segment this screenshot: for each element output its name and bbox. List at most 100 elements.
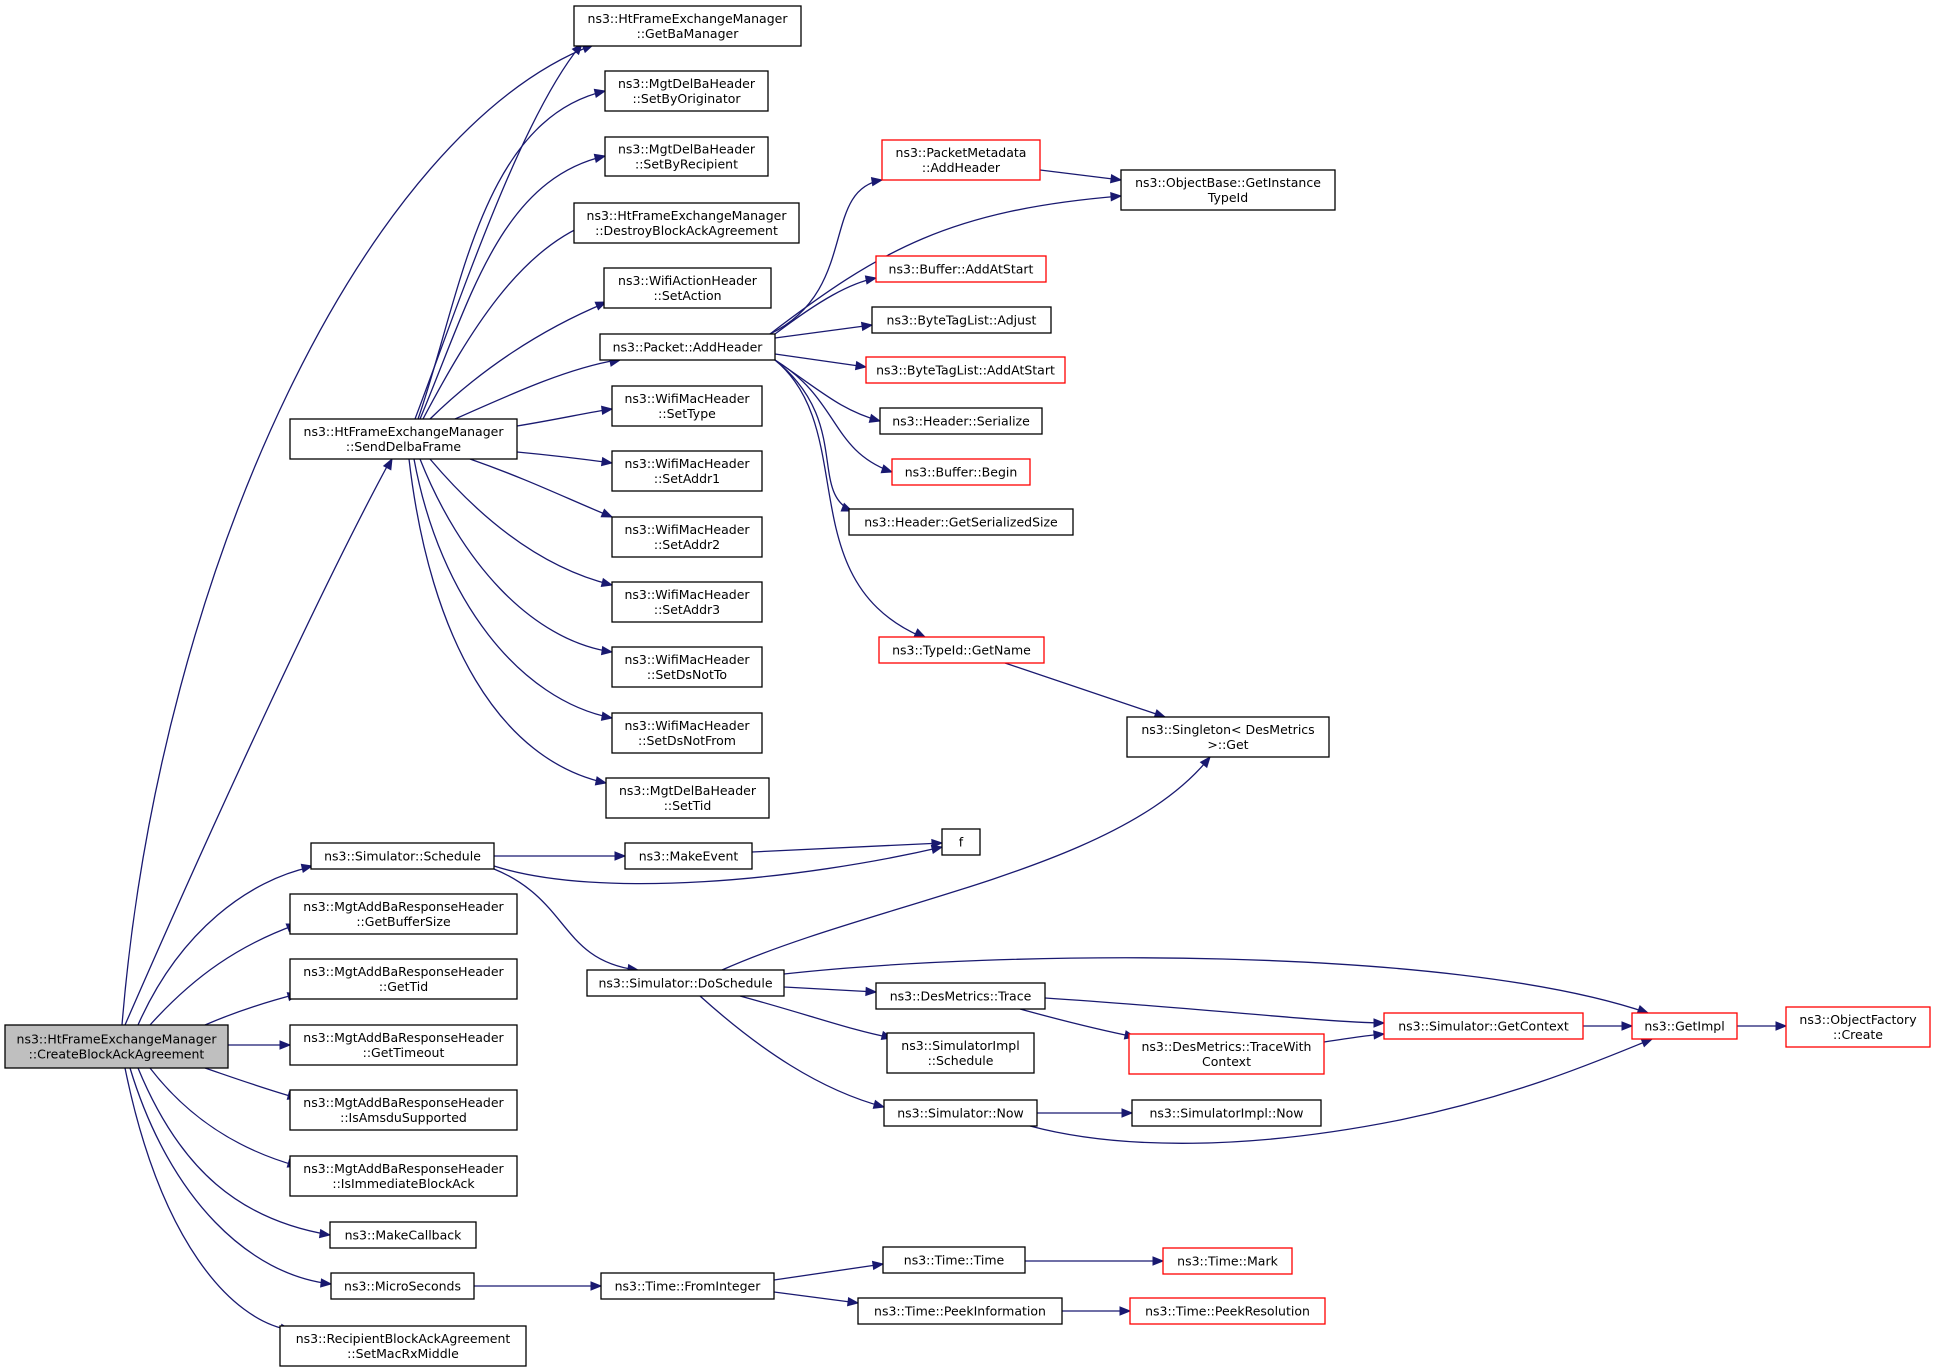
- node-box[interactable]: [1128, 1033, 1325, 1075]
- node-sendDelba[interactable]: ns3::HtFrameExchangeManager::SendDelbaFr…: [289, 418, 518, 460]
- node-box[interactable]: [879, 407, 1043, 435]
- node-hdrGetSize[interactable]: ns3::Header::GetSerializedSize: [848, 508, 1074, 536]
- node-box[interactable]: [1126, 716, 1330, 758]
- node-makeCallback[interactable]: ns3::MakeCallback: [329, 1221, 477, 1249]
- node-box[interactable]: [289, 1089, 518, 1131]
- node-hdrSerialize[interactable]: ns3::Header::Serialize: [879, 407, 1043, 435]
- node-box[interactable]: [1120, 169, 1336, 211]
- node-box[interactable]: [611, 712, 763, 754]
- node-isAmsdu[interactable]: ns3::MgtAddBaResponseHeader::IsAmsduSupp…: [289, 1089, 518, 1131]
- node-setTid[interactable]: ns3::MgtDelBaHeader::SetTid: [605, 777, 770, 819]
- node-setAddr3[interactable]: ns3::WifiMacHeader::SetAddr3: [611, 581, 763, 623]
- node-box[interactable]: [310, 842, 495, 870]
- node-makeEvent[interactable]: ns3::MakeEvent: [624, 842, 753, 870]
- node-timeMark[interactable]: ns3::Time::Mark: [1162, 1247, 1293, 1275]
- node-setAddr2[interactable]: ns3::WifiMacHeader::SetAddr2: [611, 516, 763, 558]
- node-btlAddAtStart[interactable]: ns3::ByteTagList::AddAtStart: [865, 356, 1066, 384]
- node-timeTime[interactable]: ns3::Time::Time: [882, 1246, 1026, 1274]
- node-box[interactable]: [848, 508, 1074, 536]
- node-getImpl[interactable]: ns3::GetImpl: [1631, 1012, 1738, 1040]
- node-pmAddHeader[interactable]: ns3::PacketMetadata::AddHeader: [881, 139, 1041, 181]
- node-getContext[interactable]: ns3::Simulator::GetContext: [1383, 1012, 1584, 1040]
- node-box[interactable]: [1162, 1247, 1293, 1275]
- node-isImmediate[interactable]: ns3::MgtAddBaResponseHeader::IsImmediate…: [289, 1155, 518, 1197]
- node-simSchedule[interactable]: ns3::Simulator::Schedule: [310, 842, 495, 870]
- node-box[interactable]: [604, 136, 769, 177]
- node-ofCreate[interactable]: ns3::ObjectFactory::Create: [1785, 1006, 1931, 1048]
- node-peekRes[interactable]: ns3::Time::PeekResolution: [1129, 1297, 1326, 1325]
- node-box[interactable]: [611, 581, 763, 623]
- node-simImplSchedule[interactable]: ns3::SimulatorImpl::Schedule: [886, 1032, 1035, 1074]
- node-box[interactable]: [1785, 1006, 1931, 1048]
- node-destroyBA[interactable]: ns3::HtFrameExchangeManager::DestroyBloc…: [573, 202, 800, 244]
- node-box[interactable]: [871, 306, 1052, 334]
- node-singletonGet[interactable]: ns3::Singleton< DesMetrics>::Get: [1126, 716, 1330, 758]
- node-typeIdGetName[interactable]: ns3::TypeId::GetName: [878, 636, 1045, 664]
- node-box[interactable]: [881, 139, 1041, 181]
- node-box[interactable]: [573, 202, 800, 244]
- node-getBufferSize[interactable]: ns3::MgtAddBaResponseHeader::GetBufferSi…: [289, 893, 518, 935]
- node-box[interactable]: [289, 1024, 518, 1066]
- node-box[interactable]: [4, 1024, 229, 1069]
- node-setDsNotTo[interactable]: ns3::WifiMacHeader::SetDsNotTo: [611, 646, 763, 688]
- node-box[interactable]: [875, 255, 1047, 283]
- node-box[interactable]: [289, 958, 518, 1000]
- node-box[interactable]: [611, 516, 763, 558]
- node-box[interactable]: [1129, 1297, 1326, 1325]
- node-box[interactable]: [289, 1155, 518, 1197]
- node-getTid[interactable]: ns3::MgtAddBaResponseHeader::GetTid: [289, 958, 518, 1000]
- node-box[interactable]: [875, 982, 1046, 1010]
- node-simImplNow[interactable]: ns3::SimulatorImpl::Now: [1131, 1099, 1322, 1127]
- node-box[interactable]: [599, 333, 776, 361]
- node-box[interactable]: [289, 418, 518, 460]
- node-setDsNotFrom[interactable]: ns3::WifiMacHeader::SetDsNotFrom: [611, 712, 763, 754]
- node-setByOriginator[interactable]: ns3::MgtDelBaHeader::SetByOriginator: [604, 70, 769, 112]
- node-box[interactable]: [330, 1272, 475, 1300]
- node-box[interactable]: [891, 458, 1031, 486]
- node-box[interactable]: [886, 1032, 1035, 1074]
- node-box[interactable]: [1131, 1099, 1322, 1127]
- node-btlAdjust[interactable]: ns3::ByteTagList::Adjust: [871, 306, 1052, 334]
- node-box[interactable]: [586, 969, 785, 997]
- node-box[interactable]: [289, 893, 518, 935]
- node-box[interactable]: [941, 828, 981, 856]
- node-box[interactable]: [865, 356, 1066, 384]
- node-setMacRxMiddle[interactable]: ns3::RecipientBlockAckAgreement::SetMacR…: [279, 1325, 527, 1367]
- node-microSeconds[interactable]: ns3::MicroSeconds: [330, 1272, 475, 1300]
- node-peekInfo[interactable]: ns3::Time::PeekInformation: [857, 1297, 1063, 1325]
- node-box[interactable]: [611, 385, 763, 427]
- node-box[interactable]: [1383, 1012, 1584, 1040]
- node-packetAddHeader[interactable]: ns3::Packet::AddHeader: [599, 333, 776, 361]
- node-box[interactable]: [573, 5, 802, 47]
- node-box[interactable]: [604, 70, 769, 112]
- node-bufBegin[interactable]: ns3::Buffer::Begin: [891, 458, 1031, 486]
- node-f[interactable]: f: [941, 828, 981, 856]
- node-setByRecipient[interactable]: ns3::MgtDelBaHeader::SetByRecipient: [604, 136, 769, 177]
- node-box[interactable]: [624, 842, 753, 870]
- node-box[interactable]: [882, 1246, 1026, 1274]
- node-setAddr1[interactable]: ns3::WifiMacHeader::SetAddr1: [611, 450, 763, 492]
- node-fromInteger[interactable]: ns3::Time::FromInteger: [600, 1272, 775, 1300]
- node-setType[interactable]: ns3::WifiMacHeader::SetType: [611, 385, 763, 427]
- node-root[interactable]: ns3::HtFrameExchangeManager::CreateBlock…: [4, 1024, 229, 1069]
- node-bufAddAtStart[interactable]: ns3::Buffer::AddAtStart: [875, 255, 1047, 283]
- node-box[interactable]: [1631, 1012, 1738, 1040]
- node-box[interactable]: [279, 1325, 527, 1367]
- node-setAction[interactable]: ns3::WifiActionHeader::SetAction: [603, 267, 772, 309]
- node-simNow[interactable]: ns3::Simulator::Now: [883, 1099, 1038, 1127]
- node-box[interactable]: [611, 450, 763, 492]
- node-box[interactable]: [603, 267, 772, 309]
- node-box[interactable]: [611, 646, 763, 688]
- node-box[interactable]: [605, 777, 770, 819]
- node-box[interactable]: [600, 1272, 775, 1300]
- node-dmTrace[interactable]: ns3::DesMetrics::Trace: [875, 982, 1046, 1010]
- node-box[interactable]: [329, 1221, 477, 1249]
- node-box[interactable]: [878, 636, 1045, 664]
- node-box[interactable]: [857, 1297, 1063, 1325]
- node-box[interactable]: [883, 1099, 1038, 1127]
- node-doSchedule[interactable]: ns3::Simulator::DoSchedule: [586, 969, 785, 997]
- node-getTimeout[interactable]: ns3::MgtAddBaResponseHeader::GetTimeout: [289, 1024, 518, 1066]
- node-getBaManager[interactable]: ns3::HtFrameExchangeManager::GetBaManage…: [573, 5, 802, 47]
